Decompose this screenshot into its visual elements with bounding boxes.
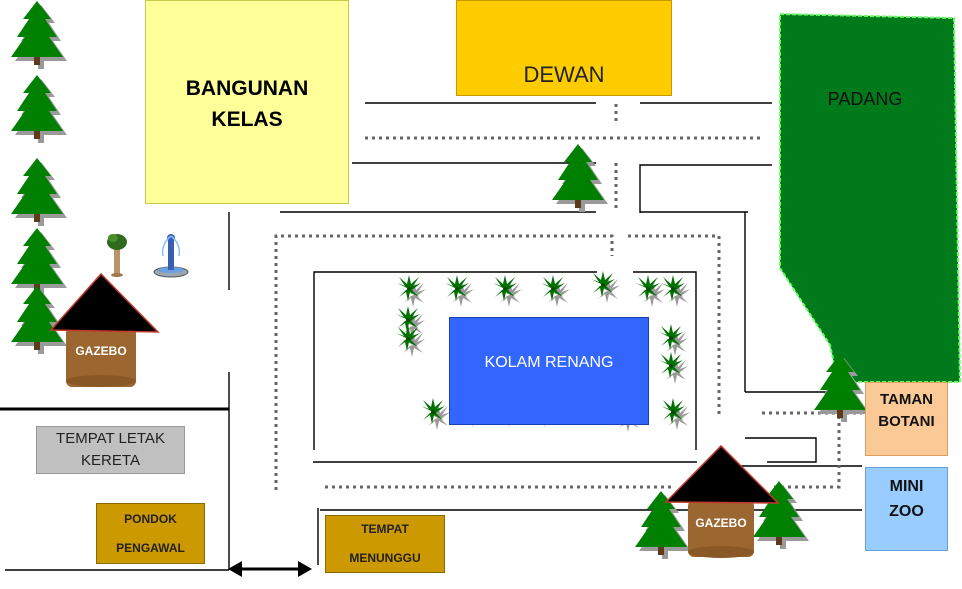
palm-tree-icon — [493, 275, 522, 307]
dewan-label: DEWAN — [523, 62, 605, 87]
pine-tree-icon — [11, 158, 67, 226]
kolam-label: KOLAM RENANG — [484, 354, 614, 371]
mini-zoo — [865, 467, 948, 551]
dewan-building — [456, 0, 672, 96]
palm-tree-icon — [659, 324, 688, 356]
palm-tree-icon — [541, 275, 570, 307]
palm-tree-icon — [396, 306, 425, 338]
gazebo-right-label: GAZEBO — [695, 516, 747, 530]
pine-tree-icon — [11, 75, 67, 143]
pondok-line-2: PENGAWAL — [116, 540, 185, 555]
pondok-pengawal-label: PONDOK PENGAWAL — [96, 504, 205, 563]
palm-tree-icon — [591, 271, 620, 303]
palm-tree-icon — [661, 398, 690, 430]
roads — [5, 102, 862, 571]
tempat-menunggu — [325, 515, 445, 573]
double-arrow-icon — [228, 561, 312, 577]
gazebo-left — [49, 272, 160, 387]
taman-botani — [865, 382, 948, 456]
palm-tree-icon — [445, 275, 474, 307]
fountain-icon — [153, 234, 189, 278]
palm-tree-icon — [661, 275, 690, 307]
tempat-letak-kereta-label: TEMPAT LETAK KERETA — [36, 427, 185, 473]
gazebo-left-label: GAZEBO — [75, 344, 127, 358]
kolam-renang — [449, 317, 649, 425]
bangunan-line-1: BANGUNAN — [185, 77, 309, 100]
gazebo-right — [664, 444, 780, 558]
taman-line-1: TAMAN — [879, 391, 934, 408]
pondok-pengawal — [96, 503, 205, 564]
padang-label: PADANG — [827, 88, 903, 109]
palm-tree-icon — [636, 275, 665, 307]
tempat-menunggu-label: TEMPAT MENUNGGU — [325, 516, 445, 572]
parking-line-1: TEMPAT LETAK — [56, 430, 165, 447]
palm-tree-icon — [421, 398, 450, 430]
palm-tree-icon — [397, 275, 426, 307]
bangunan-line-2: KELAS — [211, 108, 283, 131]
bangunan-kelas — [145, 0, 349, 204]
bangunan-kelas-label: BANGUNAN KELAS — [145, 68, 349, 140]
small-tree-icon — [107, 234, 127, 277]
zoo-line-1: MINI — [889, 478, 924, 495]
palm-tree-icon — [659, 352, 688, 384]
footpaths — [274, 104, 862, 490]
mini-zoo-label: MINI ZOO — [865, 472, 948, 526]
taman-botani-label: TAMAN BOTANI — [865, 385, 948, 437]
pondok-line-1: PONDOK — [124, 511, 177, 526]
menunggu-line-2: MENUNGGU — [349, 551, 421, 565]
pine-tree-icon — [552, 144, 608, 212]
pine-tree-icon — [11, 286, 67, 354]
padang-field — [779, 12, 962, 383]
tempat-letak-kereta — [36, 426, 185, 474]
pine-tree-icon — [11, 228, 67, 296]
taman-line-2: BOTANI — [878, 413, 935, 430]
parking-line-2: KERETA — [81, 452, 140, 469]
zoo-line-2: ZOO — [889, 503, 924, 520]
pine-tree-icon — [11, 1, 67, 69]
menunggu-line-1: TEMPAT — [361, 522, 409, 536]
